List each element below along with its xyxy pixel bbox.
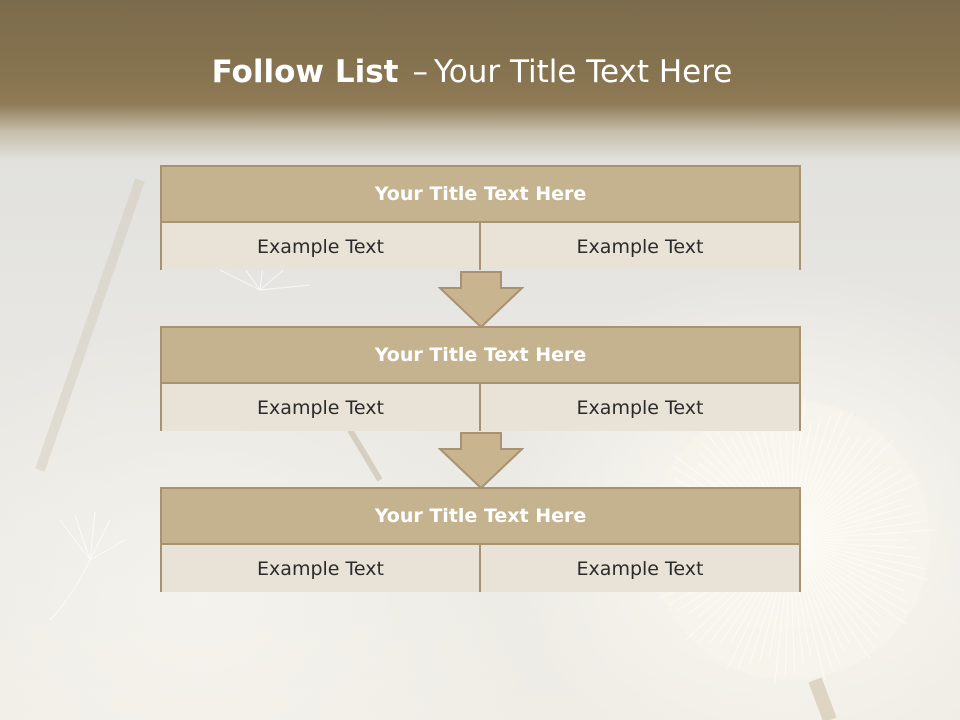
header-band: [0, 0, 960, 160]
down-arrow-icon: [438, 432, 524, 490]
title-bold: Follow List: [211, 54, 399, 90]
step-left-text: Example Text: [162, 384, 481, 431]
step-box-2: Your Title Text Here Example Text Exampl…: [160, 326, 801, 431]
title-rest: Your Title Text Here: [433, 54, 733, 90]
step-box-3: Your Title Text Here Example Text Exampl…: [160, 487, 801, 592]
step-box-1: Your Title Text Here Example Text Exampl…: [160, 165, 801, 270]
step-right-text: Example Text: [481, 545, 799, 592]
slide-title: Follow List–Your Title Text Here: [0, 54, 944, 90]
step-left-text: Example Text: [162, 223, 481, 270]
step-right-text: Example Text: [481, 223, 799, 270]
title-dash: –: [412, 54, 428, 90]
step-title: Your Title Text Here: [162, 328, 799, 384]
down-arrow-icon: [438, 271, 524, 329]
step-title: Your Title Text Here: [162, 489, 799, 545]
step-left-text: Example Text: [162, 545, 481, 592]
step-title: Your Title Text Here: [162, 167, 799, 223]
step-right-text: Example Text: [481, 384, 799, 431]
